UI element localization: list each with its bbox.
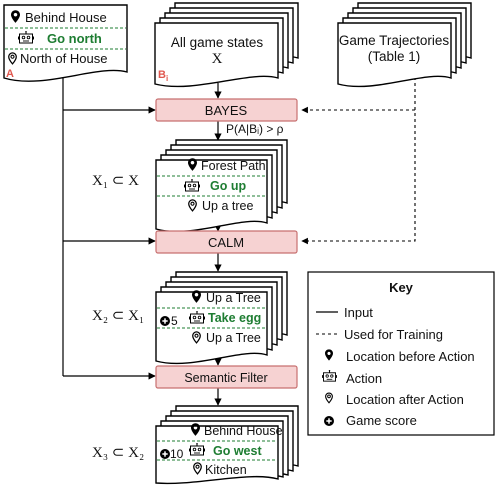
key-input: Input bbox=[344, 305, 373, 320]
doc-a-location-before: Behind House bbox=[25, 10, 107, 25]
x3-action: Go west bbox=[213, 444, 262, 458]
x2-location-after: Up a Tree bbox=[206, 331, 261, 345]
doc-b-variable: X bbox=[212, 51, 223, 67]
x3-location-before: Behind House bbox=[204, 424, 283, 438]
bayes-condition: P(A|Bᵢ) > ρ bbox=[226, 122, 284, 136]
x1-subset-label: X₁ ⊂ X bbox=[92, 173, 139, 189]
connectors bbox=[62, 77, 416, 406]
x1-location-after: Up a tree bbox=[202, 199, 253, 213]
x2-action: Take egg bbox=[208, 311, 261, 325]
x2-score: 5 bbox=[171, 314, 178, 328]
x1-location-before: Forest Path bbox=[201, 159, 266, 173]
x1-stack: Forest Path Go up Up a tree bbox=[155, 139, 288, 233]
document-a: Behind House Go north North of House A bbox=[3, 4, 128, 82]
trajectories-subtitle: (Table 1) bbox=[368, 49, 421, 64]
doc-a-action: Go north bbox=[47, 31, 102, 46]
key-location-before: Location before Action bbox=[346, 349, 475, 364]
x3-location-after: Kitchen bbox=[205, 463, 247, 477]
x2-location-before: Up a Tree bbox=[206, 291, 261, 305]
calm-block: CALM bbox=[155, 230, 298, 254]
doc-b-tag: Bi bbox=[158, 69, 168, 83]
trajectories-stack: Game Trajectories (Table 1) bbox=[337, 2, 472, 88]
key-legend: Key Input Used for Training Location bef… bbox=[307, 271, 495, 436]
x3-stack: Behind House Go west Kitchen bbox=[155, 405, 299, 485]
doc-b-title: All game states bbox=[171, 35, 264, 50]
x3-subset-label: X₃ ⊂ X₂ bbox=[92, 445, 144, 461]
key-title: Key bbox=[389, 280, 414, 295]
bayes-label: BAYES bbox=[205, 103, 248, 118]
key-score: Game score bbox=[346, 413, 417, 428]
key-training: Used for Training bbox=[344, 327, 443, 342]
x2-subset-label: X₂ ⊂ X₁ bbox=[92, 308, 144, 324]
x1-action: Go up bbox=[210, 179, 246, 193]
doc-a-tag: A bbox=[6, 68, 14, 80]
semantic-filter-label: Semantic Filter bbox=[184, 371, 267, 385]
dashed-trajectories-to-calm bbox=[301, 77, 416, 245]
document-b-stack: All game states X Bi bbox=[154, 2, 299, 88]
plus-circle-icon bbox=[160, 316, 170, 326]
calm-label: CALM bbox=[208, 235, 244, 250]
trajectories-title: Game Trajectories bbox=[339, 33, 450, 48]
x2-stack: Up a Tree Take egg Up a Tree bbox=[155, 271, 288, 365]
key-action: Action bbox=[346, 371, 382, 386]
plus-circle-icon bbox=[324, 416, 334, 426]
semantic-filter-block: Semantic Filter bbox=[155, 365, 298, 389]
key-location-after: Location after Action bbox=[346, 392, 464, 407]
doc-a-location-after: North of House bbox=[20, 51, 107, 66]
plus-circle-icon bbox=[160, 449, 170, 459]
bayes-block: BAYES P(A|Bᵢ) > ρ bbox=[155, 98, 298, 136]
x3-score: 10 bbox=[170, 447, 184, 461]
